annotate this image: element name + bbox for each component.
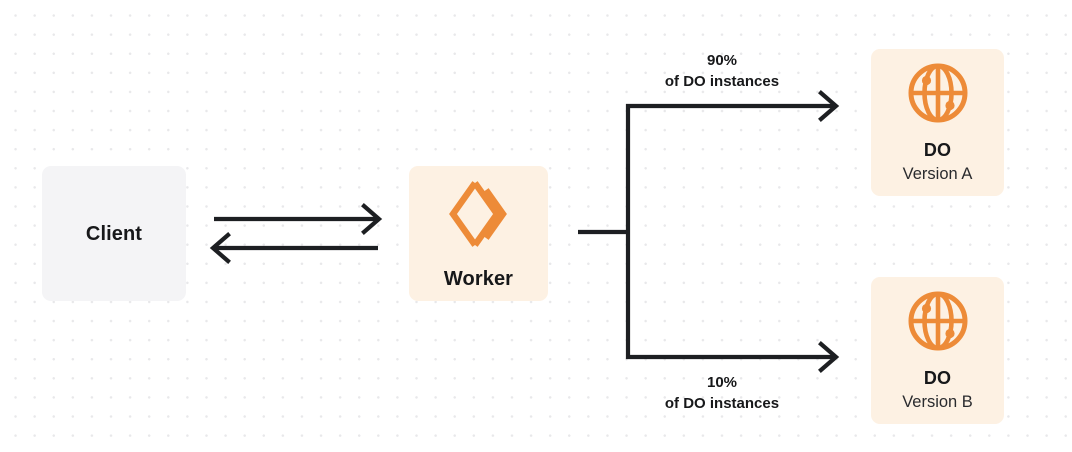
edge-label-do-b: 10% of DO instances xyxy=(627,373,817,414)
edge-worker-to-do-b xyxy=(626,341,840,373)
node-do-b-sublabel: Version B xyxy=(902,393,973,412)
edge-label-do-b-description: of DO instances xyxy=(664,394,780,412)
node-do-b-label: DO xyxy=(923,368,952,389)
node-do-version-b: DO Version B xyxy=(871,277,1004,424)
edge-worker-to-do-a xyxy=(626,90,840,122)
edge-label-do-a-description: of DO instances xyxy=(664,72,780,90)
node-do-version-a: DO Version A xyxy=(871,49,1004,196)
globe-icon xyxy=(907,290,969,352)
edge-client-to-worker xyxy=(214,203,383,235)
node-client-label: Client xyxy=(85,222,143,245)
node-do-a-sublabel: Version A xyxy=(902,165,973,184)
edge-worker-to-client xyxy=(209,232,378,264)
node-client: Client xyxy=(42,166,186,301)
node-worker: Worker xyxy=(409,166,548,301)
globe-icon xyxy=(907,62,969,124)
edge-label-do-b-percent: 10% xyxy=(706,374,738,391)
edge-label-do-a: 90% of DO instances xyxy=(627,51,817,92)
node-do-a-label: DO xyxy=(923,140,952,161)
cloudflare-workers-icon xyxy=(447,179,511,249)
edge-label-do-a-percent: 90% xyxy=(706,52,738,69)
edge-worker-split-trunk xyxy=(578,104,631,359)
node-worker-label: Worker xyxy=(443,267,514,290)
